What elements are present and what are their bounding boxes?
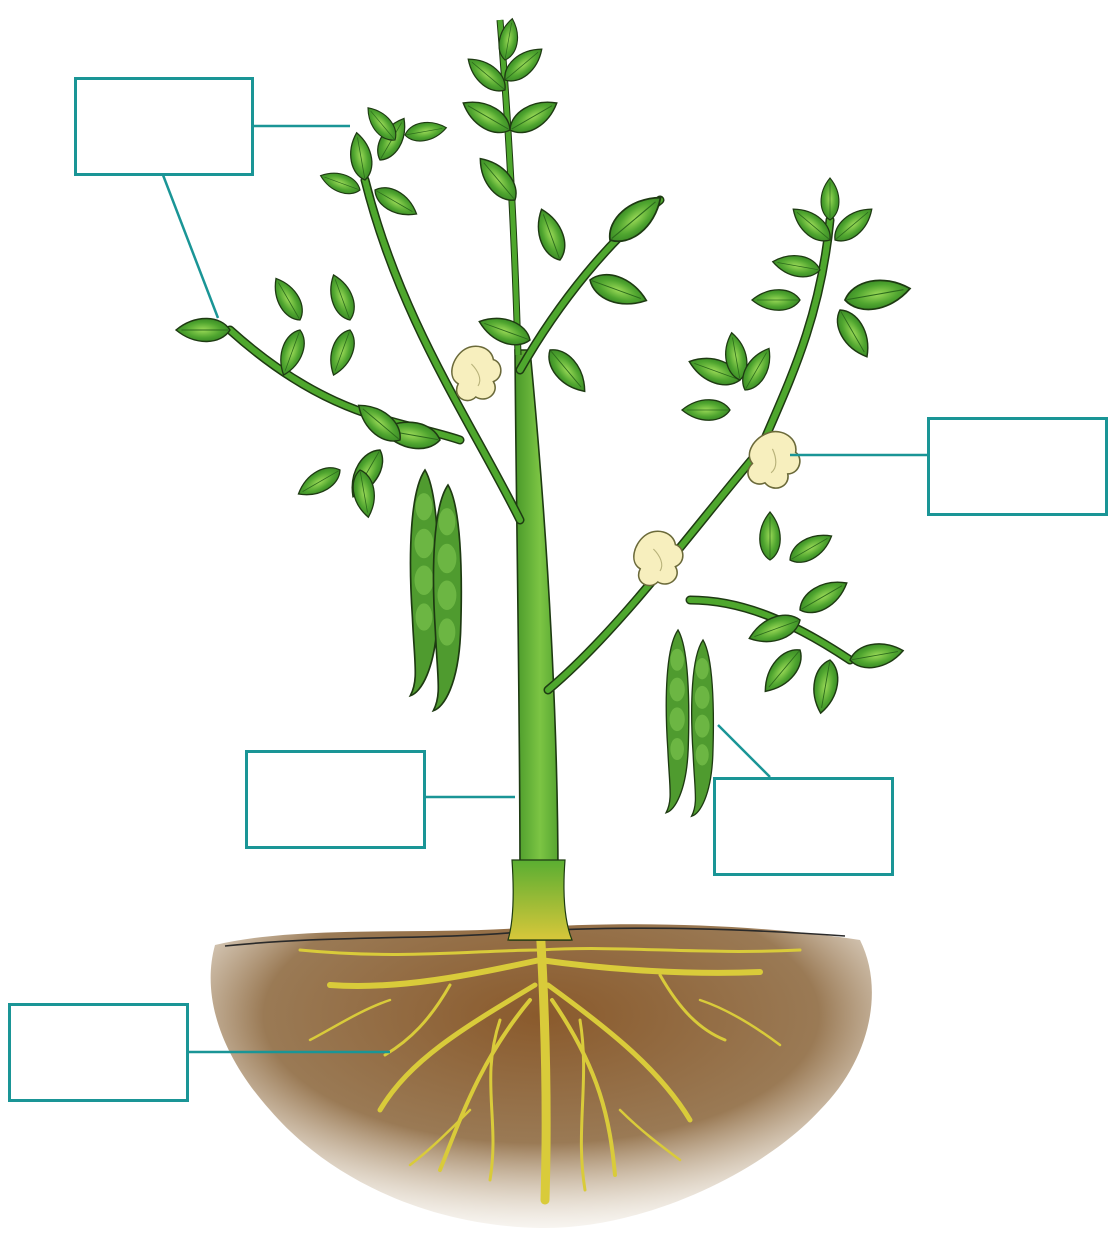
label-box-stem[interactable] bbox=[245, 750, 426, 849]
label-box-flower[interactable] bbox=[927, 417, 1108, 516]
leader-line-leaf-left bbox=[163, 175, 218, 318]
main-stem bbox=[500, 20, 572, 940]
leader-line-fruit bbox=[718, 725, 770, 777]
label-box-fruit[interactable] bbox=[713, 777, 894, 876]
label-box-root[interactable] bbox=[8, 1003, 189, 1102]
pods bbox=[410, 470, 713, 816]
label-box-leaf[interactable] bbox=[74, 77, 254, 176]
